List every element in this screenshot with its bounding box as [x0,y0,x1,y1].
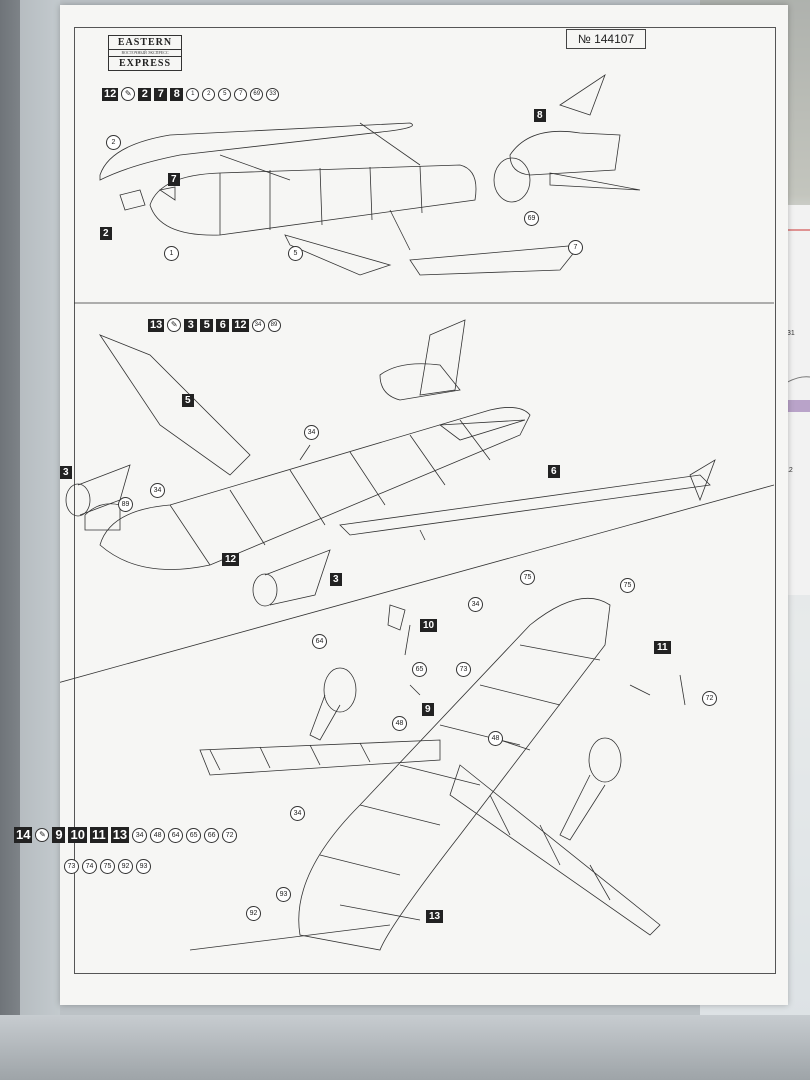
step-number: 13 [148,318,165,332]
part-label: 3 [330,573,342,586]
part-number: 11 [89,827,108,843]
part-circle: 65 [186,827,202,843]
part-callout: 34 [468,597,483,612]
part-circle: 73 [64,859,79,874]
side-number: 12 [785,467,793,474]
step-number: 12 [102,87,119,101]
part-circle: 89 [267,318,281,332]
part-callout: 48 [392,716,407,731]
part-number: 3 [184,318,198,332]
part-circle: 33 [266,87,280,101]
part-callout: 93 [276,887,291,902]
part-label: 7 [168,173,180,186]
step-number: 14 [14,827,33,843]
part-circle: 74 [82,859,97,874]
part-label: 13 [426,910,444,923]
part-label: 10 [420,619,438,632]
catalog-number: № 144107 [566,29,646,49]
part-circle: 64 [168,827,184,843]
glue-icon: ✎ [35,828,50,842]
assembly-diagram [60,73,775,951]
part-callout: 75 [520,570,535,585]
part-circle: 34 [132,827,148,843]
part-label: 9 [422,703,434,716]
sheet-border [74,27,776,974]
step-14-header-row2: 73 74 75 92 93 [64,859,151,874]
part-circle: 34 [251,318,265,332]
part-circle: 66 [204,827,220,843]
part-label: 5 [182,394,194,407]
instruction-sheet: EASTERN ВОСТОЧНЫЙ ЭКСПРЕСС EXPRESS № 144… [14,5,788,1005]
glue-icon: ✎ [167,318,182,332]
part-callout: 72 [702,691,717,706]
part-callout: 89 [118,497,133,512]
part-number: 5 [200,318,214,332]
part-number: 6 [216,318,230,332]
part-callout: 1 [164,246,179,261]
part-callout: 7 [568,240,583,255]
part-callout: 64 [312,634,327,649]
part-callout: 5 [288,246,303,261]
part-label: 8 [534,109,546,122]
part-number: 8 [170,87,184,101]
brand-logo: EASTERN ВОСТОЧНЫЙ ЭКСПРЕСС EXPRESS [108,35,182,71]
part-label: 12 [222,553,240,566]
part-number: 10 [68,827,87,843]
step-13-header: 13 ✎ 3 5 6 12 34 89 [148,318,281,332]
glue-icon: ✎ [121,87,136,101]
part-circle: 93 [136,859,151,874]
part-number: 9 [52,827,66,843]
part-label: 11 [654,641,671,654]
part-circle: 7 [234,87,248,101]
part-callout: 34 [290,806,305,821]
part-callout: 69 [524,211,539,226]
part-label: 2 [100,227,112,240]
part-circle: 5 [218,87,232,101]
part-number: 13 [110,827,130,843]
part-label: 3 [60,466,72,479]
part-number: 2 [138,87,152,101]
part-callout: 48 [488,731,503,746]
part-circle: 1 [186,87,200,101]
part-callout: 34 [304,425,319,440]
part-callout: 34 [150,483,165,498]
part-circle: 75 [100,859,115,874]
part-circle: 92 [118,859,133,874]
part-callout: 92 [246,906,261,921]
table-edge [0,1015,810,1080]
part-circle: 72 [222,827,238,843]
part-circle: 48 [150,827,166,843]
side-number: 31 [787,330,795,337]
part-callout: 73 [456,662,471,677]
part-number: 12 [232,318,249,332]
step-14-header: 14 ✎ 9 10 11 13 34 48 64 65 66 72 [14,827,238,843]
part-number: 7 [154,87,168,101]
part-callout: 65 [412,662,427,677]
part-circle: 69 [250,87,264,101]
part-circle: 2 [202,87,216,101]
part-label: 6 [548,465,560,478]
step-12-header: 12 ✎ 2 7 8 1 2 5 7 69 33 [102,87,280,101]
part-callout: 2 [106,135,121,150]
part-callout: 75 [620,578,635,593]
